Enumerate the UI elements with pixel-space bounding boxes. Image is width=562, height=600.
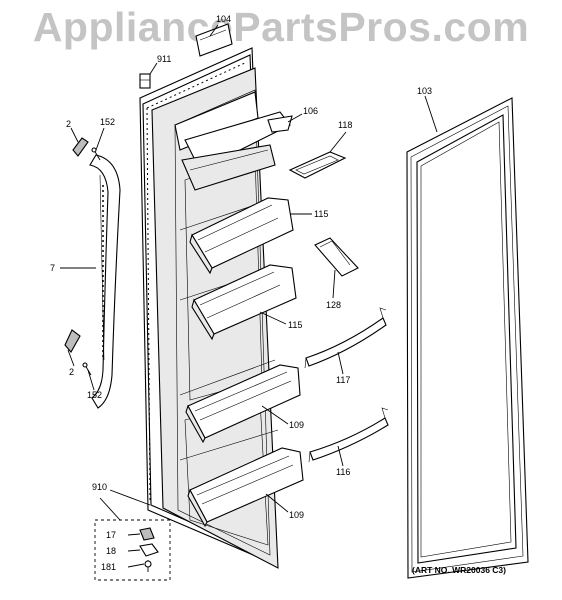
callout-106: 106 [303,106,318,116]
callout-117: 117 [336,375,350,385]
door-handle [89,154,121,409]
callout-152-top: 152 [100,117,115,127]
callout-118: 118 [338,120,352,130]
bin-clip [314,237,359,277]
hinge-bushing [139,73,151,89]
hinge-parts-box [94,519,171,581]
callout-2-bottom: 2 [69,367,74,377]
handle-screw-bottom [82,362,92,376]
handle-cap-top [72,137,89,157]
callout-911: 911 [157,54,171,64]
watermark-text: AppliancePartsPros.com [32,4,530,50]
small-bin [288,151,347,179]
door-top-cap [195,23,233,57]
callout-2-top: 2 [66,119,71,129]
callout-103: 103 [417,86,432,96]
callout-109-lower: 109 [289,510,304,520]
art-number: (ART NO. WR20036 C3) [412,565,506,575]
handle-screw-top [91,147,101,161]
callout-104: 104 [216,14,231,24]
callout-116: 116 [336,467,350,477]
callout-17: 17 [106,530,116,540]
handle-cap-bottom [64,329,81,353]
callout-115-upper: 115 [314,209,328,219]
callout-910: 910 [92,482,107,492]
door-bin-upper [189,197,294,275]
door-gasket [406,97,529,579]
callout-115-lower: 115 [288,320,302,330]
door-shelf-lower [187,447,304,528]
callout-7: 7 [50,263,55,273]
door-shelf-upper [185,364,301,444]
door-bin-lower [191,264,297,341]
leader-lines [60,24,438,568]
callout-18: 18 [106,546,116,556]
dispenser-cover [181,111,293,191]
shelf-retainer-upper [304,307,387,369]
shelf-retainer-lower [308,407,389,463]
callout-109-upper: 109 [289,420,304,430]
callout-128: 128 [326,300,341,310]
callout-152-bottom: 152 [87,390,102,400]
callout-181: 181 [101,562,116,572]
